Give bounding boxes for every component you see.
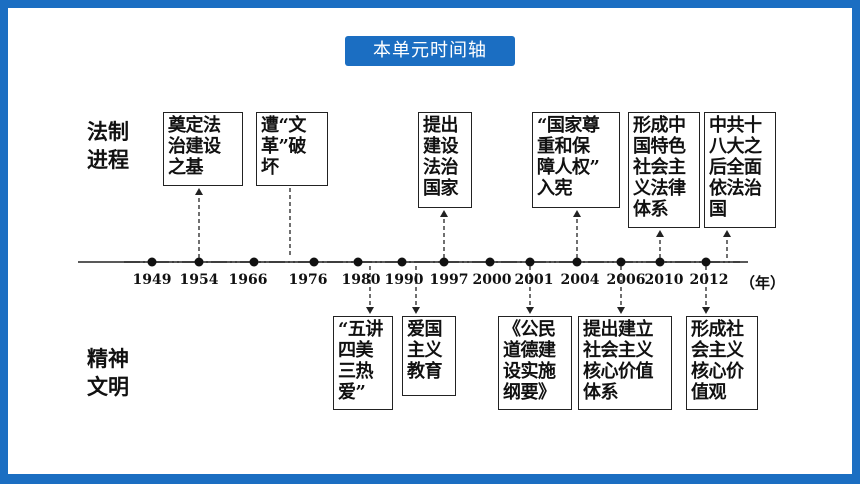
- timeline-dot-1997: [439, 257, 449, 267]
- year-label: 1990: [384, 272, 424, 288]
- timeline-dot-2006: [616, 257, 626, 267]
- event-2010-arrowhead: [656, 230, 664, 237]
- event-box-1997: 提出 建设 法治 国家: [418, 112, 472, 208]
- year-unit-label: （年）: [740, 274, 786, 292]
- year-label: 1949: [132, 272, 172, 288]
- event-box-2001: 《公民 道德建 设实施 纲要》: [498, 316, 572, 410]
- year-label: 2012: [689, 272, 729, 288]
- event-2012-bottom-arrowhead: [702, 307, 710, 314]
- year-label: 1976: [288, 272, 328, 288]
- year-label: 1954: [179, 272, 219, 288]
- timeline-dot-2000: [485, 257, 495, 267]
- timeline-dot-1949: [147, 257, 157, 267]
- timeline-dot-1966: [249, 257, 259, 267]
- year-label: 1966: [228, 272, 268, 288]
- event-box-2006: 提出建立 社会主义 核心价值 体系: [578, 316, 672, 410]
- event-1997-arrowhead: [440, 210, 448, 217]
- event-1980-arrowhead: [366, 307, 374, 314]
- timeline-dot-2004: [572, 257, 582, 267]
- timeline-dot-1954: [194, 257, 204, 267]
- event-box-1966-1976: 遭“文 革”破 坏: [256, 112, 328, 186]
- timeline-dot-1990: [397, 257, 407, 267]
- timeline-dot-1980: [353, 257, 363, 267]
- event-2012-top-arrowhead: [723, 230, 731, 237]
- event-2006-arrowhead: [617, 307, 625, 314]
- event-box-1990: 爱国 主义 教育: [402, 316, 456, 396]
- year-label: 2000: [472, 272, 512, 288]
- year-label: 1980: [341, 272, 381, 288]
- event-1954-arrowhead: [195, 188, 203, 195]
- event-box-2010: 形成中 国特色 社会主 义法律 体系: [628, 112, 700, 228]
- timeline-dot-2010: [655, 257, 665, 267]
- timeline-dot-1976: [309, 257, 319, 267]
- event-box-1954: 奠定法 治建设 之基: [163, 112, 243, 186]
- timeline-dot-2012: [701, 257, 711, 267]
- year-label: 2004: [560, 272, 600, 288]
- timeline-dot-2001: [525, 257, 535, 267]
- year-label: 2010: [644, 272, 684, 288]
- event-box-2004: “国家尊 重和保 障人权” 入宪: [532, 112, 620, 208]
- year-label: 2006: [606, 272, 646, 288]
- event-box-1980: “五讲 四美 三热 爱”: [333, 316, 393, 410]
- event-1990-arrowhead: [412, 307, 420, 314]
- event-box-2012-top: 中共十 八大之 后全面 依法治 国: [704, 112, 776, 228]
- spiritual-civilization-label: 精神 文明: [87, 346, 129, 399]
- year-label: 2001: [514, 272, 554, 288]
- year-label: 1997: [429, 272, 469, 288]
- event-2001-arrowhead: [526, 307, 534, 314]
- event-2004-arrowhead: [573, 210, 581, 217]
- event-box-2012-bottom: 形成社 会主义 核心价 值观: [686, 316, 758, 410]
- timeline-banner: 本单元时间轴: [345, 36, 515, 66]
- legal-progress-label: 法制 进程: [87, 119, 129, 172]
